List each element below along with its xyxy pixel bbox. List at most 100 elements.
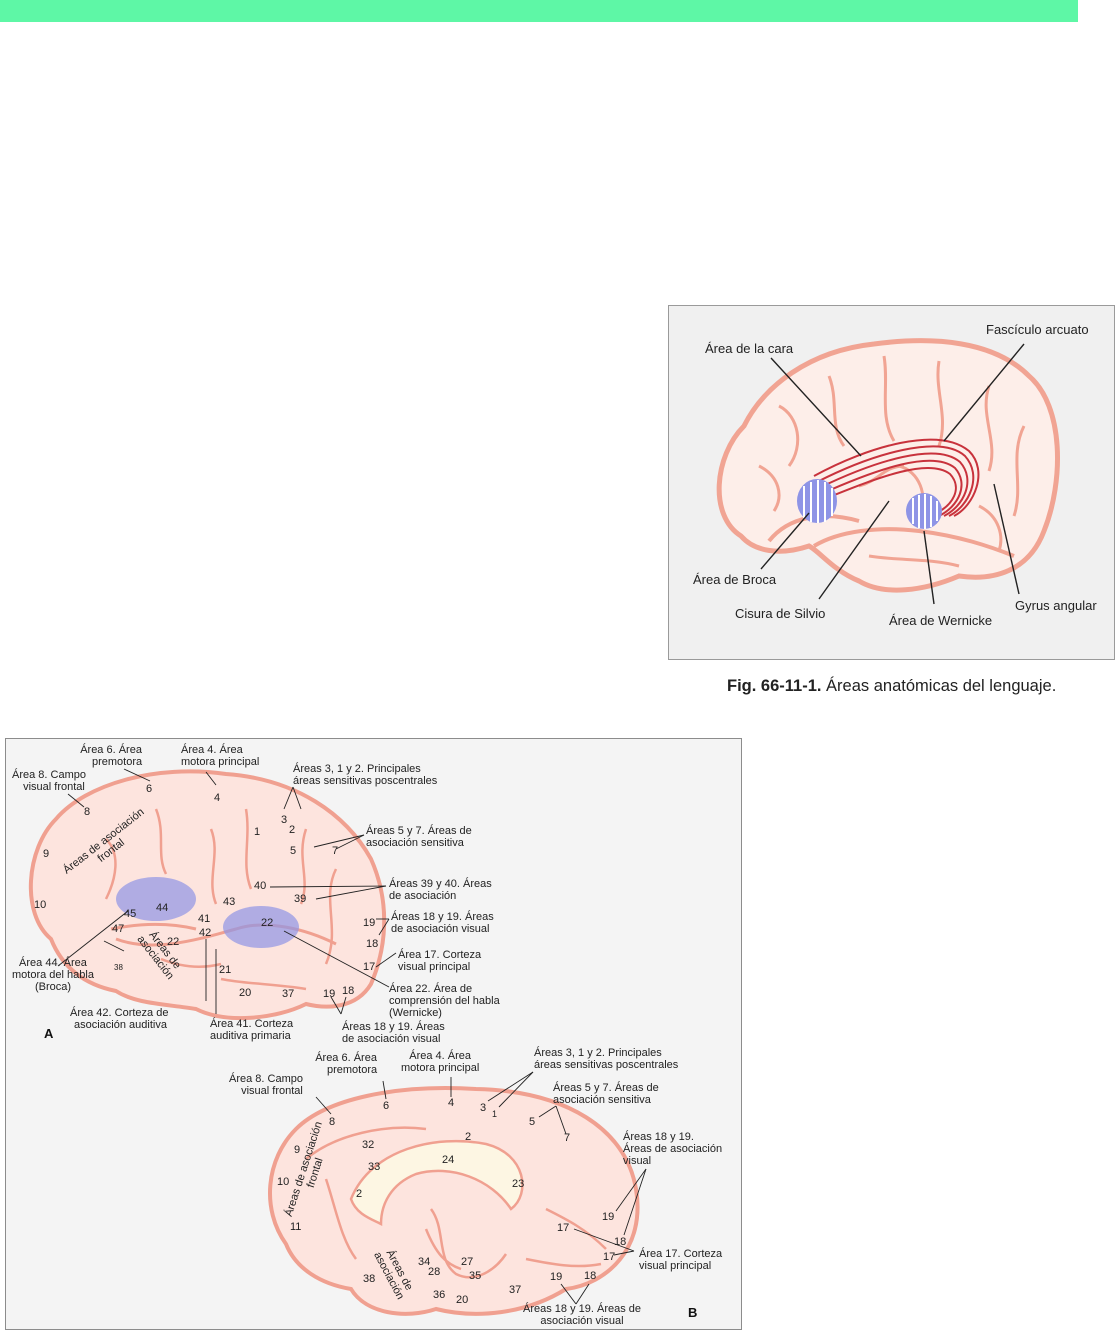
b-num-17-lower: 17 [603,1251,616,1263]
a-num-43: 43 [223,896,236,908]
a-areas312-line2: áreas sensitivas poscentrales [293,775,438,787]
b-num-20: 20 [456,1294,469,1306]
b-num-38: 38 [363,1273,376,1285]
wernicke-area-label: Área de Wernicke [889,613,993,628]
a-num-5: 5 [290,845,297,857]
a-area42-line2: asociación auditiva [74,1019,167,1031]
b-num-18-bottom: 18 [584,1270,597,1282]
b-num-10: 10 [277,1176,290,1188]
b-num-1: 1 [492,1109,498,1119]
b-num-11: 11 [290,1221,302,1233]
b-num-5: 5 [529,1116,536,1128]
b-num-18: 18 [614,1236,627,1248]
a-num-3: 3 [281,814,288,826]
a-num-10: 10 [34,899,47,911]
a-num-17: 17 [363,961,376,973]
a-num-8: 8 [84,806,91,818]
b-num-34: 34 [418,1256,431,1268]
a-num-7: 7 [332,845,339,857]
language-areas-figure: Área de la cara Fascículo arcuato Área d… [668,305,1115,660]
b-num-35: 35 [469,1270,482,1282]
a-num-40: 40 [254,880,267,892]
b-num-19-bottom: 19 [550,1271,563,1283]
b-areas312-line2: áreas sensitivas poscentrales [534,1059,679,1071]
b-area8-line2: visual frontal [241,1085,303,1097]
b-num-23: 23 [512,1178,525,1190]
broca-area-label: Área de Broca [693,572,777,587]
a-area44-line3: (Broca) [34,981,71,993]
a-num-41: 41 [198,913,211,925]
b-area17-line1: Área 17. Corteza [639,1248,723,1260]
a-num-44: 44 [156,902,169,914]
b-num-37: 37 [509,1284,522,1296]
lateral-brain-outline [28,769,387,1020]
a-areas1819-bottom-line1: Áreas 18 y 19. Áreas [342,1021,445,1033]
b-area8-line1: Área 8. Campo [229,1073,303,1085]
panel-a-label: A [44,1026,54,1041]
a-area41-line1: Área 41. Corteza [210,1018,294,1030]
a-num-6: 6 [146,783,153,795]
a-num-19-bottom: 19 [323,988,336,1000]
a-num-42: 42 [199,927,212,939]
a-num-1: 1 [254,826,261,838]
a-num-9: 9 [43,848,50,860]
a-num-22b: 22 [167,936,180,948]
b-num-9: 9 [294,1144,301,1156]
a-area17-line1: Área 17. Corteza [398,949,482,961]
b-areas1819-bottom-line1: Áreas 18 y 19. Áreas de [523,1303,642,1315]
face-area-label: Área de la cara [705,341,794,356]
a-num-38: 38 [114,963,123,972]
a-num-18: 18 [366,938,379,950]
b-areas57-line1: Áreas 5 y 7. Áreas de [553,1082,659,1094]
wernicke-highlight [223,906,299,948]
a-num-45: 45 [124,908,137,920]
b-num-17: 17 [557,1222,570,1234]
b-num-6: 6 [383,1100,390,1112]
b-num-8: 8 [329,1116,336,1128]
b-num-24: 24 [442,1154,455,1166]
a-area22-line3: (Wernicke) [389,1007,442,1019]
a-areas1819-line2: de asociación visual [391,923,490,935]
broca-area-marker [797,479,837,523]
a-area8-line1: Área 8. Campo [12,769,86,781]
b-area17-line2: visual principal [639,1260,712,1272]
b-areas1819-line1: Áreas 18 y 19. [623,1131,694,1143]
a-area6-line1: Área 6. Área [80,744,142,756]
b-area6-line1: Área 6. Área [315,1052,377,1064]
sylvian-fissure-label: Cisura de Silvio [735,606,826,621]
a-num-4: 4 [214,792,221,804]
a-num-2: 2 [289,824,296,836]
a-area41-line2: auditiva primaria [210,1030,291,1042]
a-area42-line1: Área 42. Corteza de [70,1007,169,1019]
a-num-37: 37 [282,988,295,1000]
b-areas57-line2: asociación sensitiva [553,1094,651,1106]
a-areas1819-bottom-line2: de asociación visual [342,1033,441,1045]
brain-lateral-illustration [716,338,1061,605]
a-areas3940-line1: Áreas 39 y 40. Áreas [389,878,492,890]
brain-outline [716,338,1061,593]
a-area4-line2: motora principal [181,756,260,768]
caption-text: Áreas anatómicas del lenguaje. [821,677,1057,695]
medial-brain-outline [268,1086,640,1316]
b-area4-line2: motora principal [401,1062,480,1074]
a-area4-line1: Área 4. Área [181,744,243,756]
a-areas3940-line2: de asociación [389,890,457,902]
a-num-20: 20 [239,987,252,999]
b-num-3: 3 [480,1102,487,1114]
b-num-19: 19 [602,1211,615,1223]
corpus-callosum [349,1139,524,1227]
angular-gyrus-label: Gyrus angular [1015,598,1097,613]
b-areas1819-line3: visual [623,1155,652,1167]
b-num-33: 33 [368,1161,381,1173]
a-num-21: 21 [219,964,232,976]
